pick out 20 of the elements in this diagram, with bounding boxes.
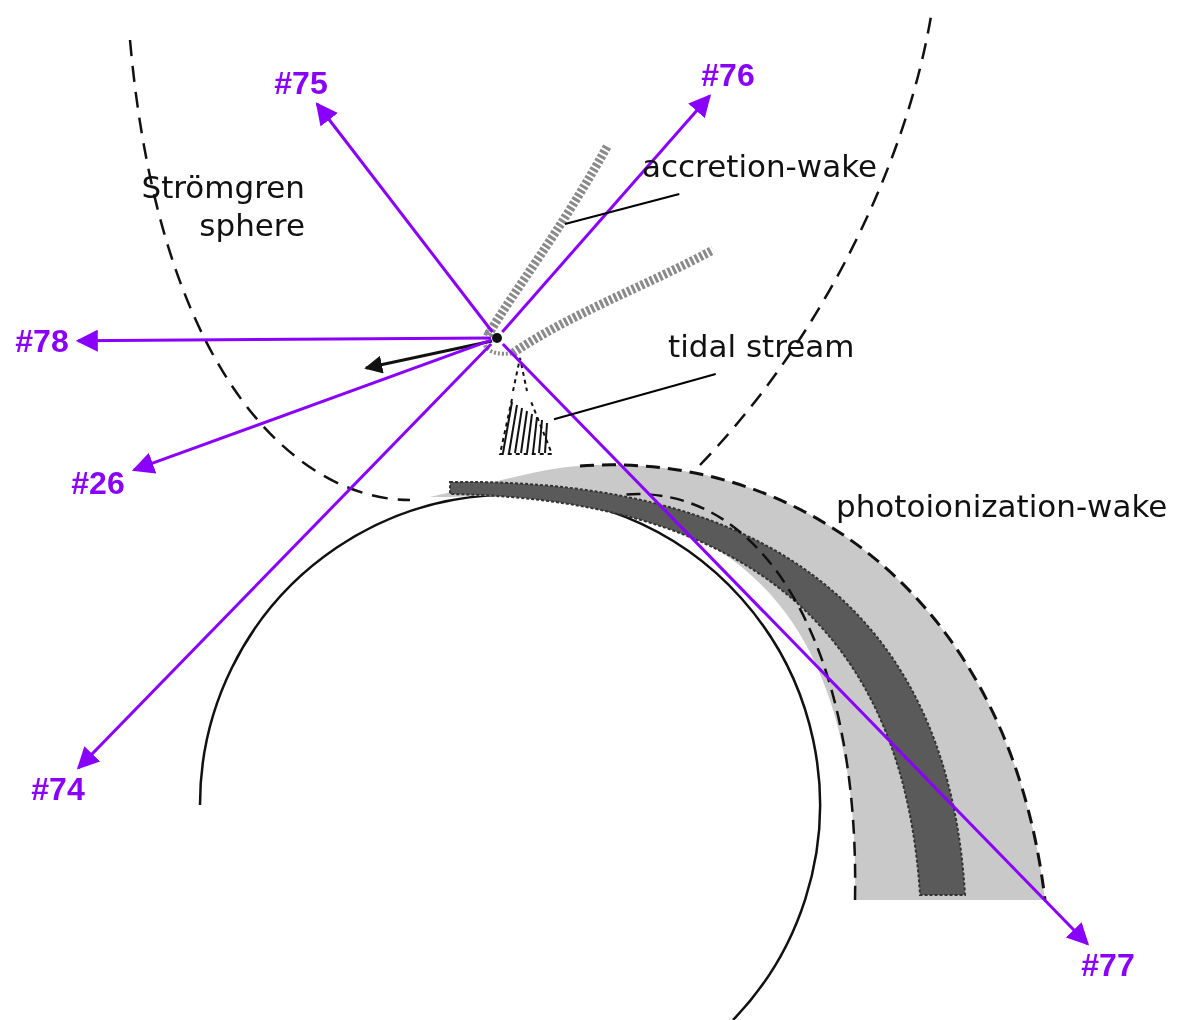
direction-label: #26: [62, 462, 134, 504]
direction-label: #74: [22, 768, 94, 810]
direction-label: #77: [1072, 944, 1144, 986]
arrow: [501, 342, 1090, 946]
annotation-text: tidal stream: [668, 328, 928, 374]
direction-label: #76: [692, 54, 764, 96]
annotation-text: photoionization-wake: [836, 488, 1169, 524]
arrow: [501, 94, 711, 333]
arrow: [76, 342, 493, 770]
annotation-text: Strömgren sphere: [140, 168, 305, 244]
leader-line: [564, 193, 681, 225]
arrow: [131, 338, 492, 474]
arrow: [315, 102, 494, 333]
annotation-text: accretion-wake: [642, 148, 892, 194]
direction-label: #78: [6, 320, 78, 362]
leader-line: [553, 373, 717, 421]
direction-label: #75: [266, 62, 336, 104]
neutron-star-dot: [491, 332, 503, 344]
tidal-stream-drawing: [498, 398, 554, 456]
arrow: [75, 329, 491, 352]
